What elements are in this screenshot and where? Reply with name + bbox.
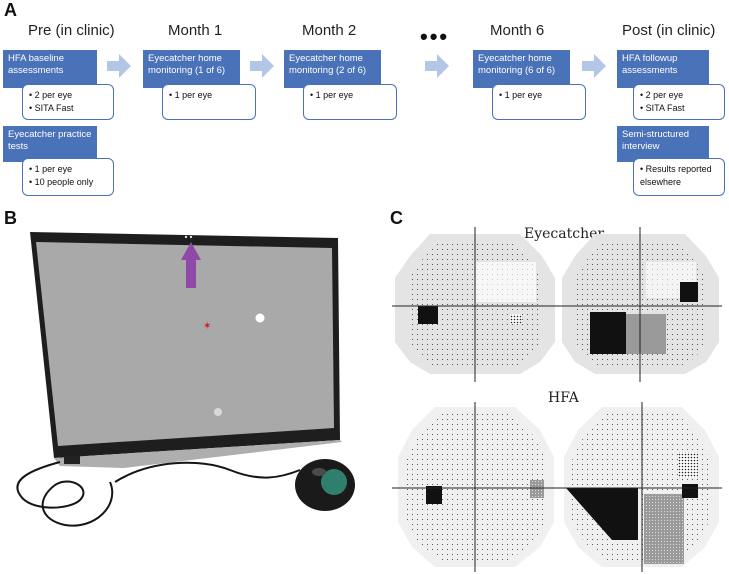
list-item: 1 per eye xyxy=(169,89,249,102)
blind-spot-defect xyxy=(426,486,442,504)
month-1-title: Eyecatcher home monitoring (1 of 6) xyxy=(148,53,226,76)
flow-arrows xyxy=(107,54,606,78)
list-item: 10 people only xyxy=(29,176,107,189)
column-title-pre: Pre (in clinic) xyxy=(28,22,115,39)
hfa-baseline-box: HFA baseline assessments xyxy=(3,50,97,88)
month-2-title: Eyecatcher home monitoring (2 of 6) xyxy=(289,53,367,76)
hfa-baseline-details: 2 per eye SITA Fast xyxy=(22,84,114,120)
stimulus-dot xyxy=(255,313,265,323)
list-item: SITA Fast xyxy=(29,102,107,115)
trackball-cable xyxy=(114,461,301,483)
hp-logo xyxy=(214,408,222,416)
usb-cable xyxy=(16,461,114,527)
column-title-month-6: Month 6 xyxy=(490,22,545,39)
trackball-ball xyxy=(321,469,347,495)
timeline-ellipsis: ••• xyxy=(420,24,450,49)
list-item: 2 per eye xyxy=(640,89,718,102)
panel-a-label: A xyxy=(4,0,17,20)
flow-arrow-2 xyxy=(250,54,274,78)
field-defect xyxy=(626,314,666,354)
laptop-photo: ✶ xyxy=(16,232,355,527)
hfa-followup-details: 2 per eye SITA Fast xyxy=(633,84,725,120)
webcam-dot xyxy=(189,235,193,239)
laptop-screen xyxy=(36,242,334,446)
hfa-left-eye-field xyxy=(392,402,558,572)
interview-details: Results reported elsewhere xyxy=(633,158,725,196)
list-item: 1 per eye xyxy=(499,89,579,102)
field-defect xyxy=(566,488,638,540)
month-6-box: Eyecatcher home monitoring (6 of 6) xyxy=(473,50,570,88)
flow-arrow-1 xyxy=(107,54,131,78)
eyecatcher-right-eye-field xyxy=(558,227,722,382)
field-defect xyxy=(678,452,698,478)
blind-spot-defect xyxy=(682,484,698,498)
interview-title: Semi-structured interview xyxy=(622,129,690,152)
usb-plug xyxy=(64,456,80,464)
field-defect xyxy=(590,312,626,354)
list-item: 2 per eye xyxy=(29,89,107,102)
hfa-fields-title: HFA xyxy=(548,390,579,406)
field-white-area xyxy=(476,262,536,302)
interview-box: Semi-structured interview xyxy=(617,126,709,162)
month-2-box: Eyecatcher home monitoring (2 of 6) xyxy=(284,50,381,88)
hfa-baseline-title: HFA baseline assessments xyxy=(8,53,64,76)
field-defect xyxy=(530,480,544,498)
field-defect xyxy=(510,314,522,324)
month-1-box: Eyecatcher home monitoring (1 of 6) xyxy=(143,50,240,88)
column-title-month-1: Month 1 xyxy=(168,22,223,39)
blind-spot-defect xyxy=(418,306,438,324)
practice-tests-box: Eyecatcher practice tests xyxy=(3,126,97,162)
hfa-right-eye-field xyxy=(558,402,722,572)
eyecatcher-fields-title: Eyecatcher xyxy=(524,226,605,242)
eyecatcher-left-eye-field xyxy=(392,227,558,382)
panel-c-label: C xyxy=(390,208,403,228)
field-test-region xyxy=(406,414,546,560)
webcam-dot xyxy=(184,235,188,239)
practice-tests-title: Eyecatcher practice tests xyxy=(8,129,92,152)
panel-b-label: B xyxy=(4,208,17,228)
flow-arrow-3 xyxy=(425,54,449,78)
laptop-bottom-lip xyxy=(54,440,342,468)
list-item: 1 per eye xyxy=(310,89,390,102)
visual-field-plots xyxy=(392,227,722,572)
column-title-month-2: Month 2 xyxy=(302,22,357,39)
list-item: 1 per eye xyxy=(29,163,107,176)
list-item: SITA Fast xyxy=(640,102,718,115)
month-2-details: 1 per eye xyxy=(303,84,397,120)
flow-arrow-4 xyxy=(582,54,606,78)
list-item: Results reported elsewhere xyxy=(640,163,718,188)
trackball-highlight xyxy=(312,468,326,476)
month-6-title: Eyecatcher home monitoring (6 of 6) xyxy=(478,53,556,76)
field-defect xyxy=(644,494,684,564)
hfa-followup-title: HFA followup assessments xyxy=(622,53,678,76)
month-6-details: 1 per eye xyxy=(492,84,586,120)
webcam-pointer-arrow xyxy=(181,242,201,288)
practice-tests-details: 1 per eye 10 people only xyxy=(22,158,114,196)
blind-spot-defect xyxy=(680,282,698,302)
hfa-followup-box: HFA followup assessments xyxy=(617,50,709,88)
fixation-cross: ✶ xyxy=(203,321,211,332)
month-1-details: 1 per eye xyxy=(162,84,256,120)
column-title-post: Post (in clinic) xyxy=(622,22,716,39)
